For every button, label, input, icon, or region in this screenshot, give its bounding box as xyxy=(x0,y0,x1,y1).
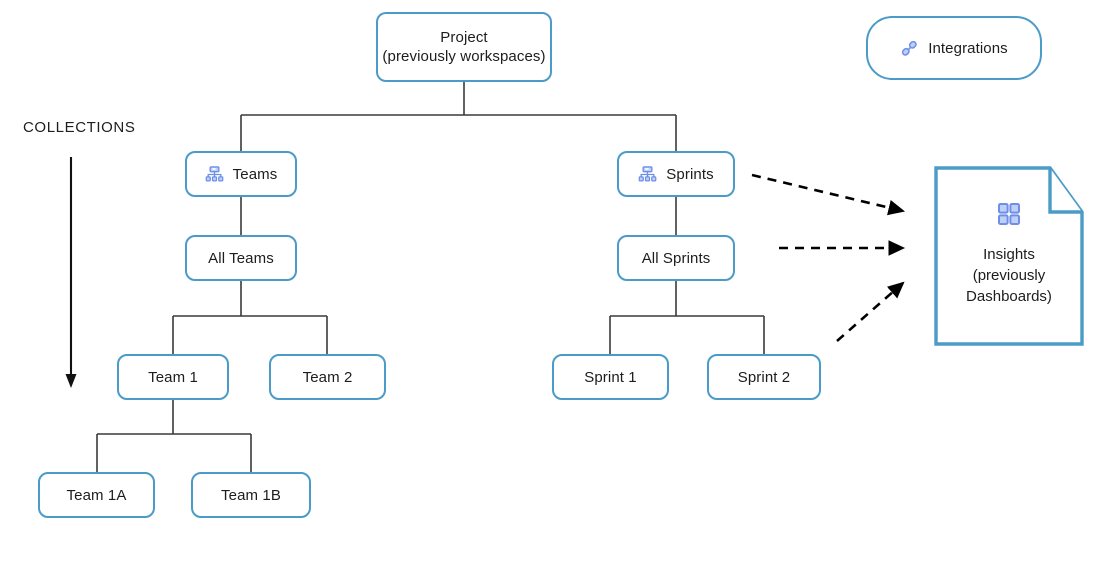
node-sprint-2[interactable]: Sprint 2 xyxy=(707,354,821,400)
node-team-1[interactable]: Team 1 xyxy=(117,354,229,400)
node-team-1b-label: Team 1B xyxy=(221,486,281,504)
node-insights-label: Insights (previously Dashboards) xyxy=(966,246,1052,305)
node-sprints[interactable]: Sprints xyxy=(617,151,735,197)
node-insights[interactable]: Insights (previously Dashboards) xyxy=(934,166,1084,346)
sitemap-icon xyxy=(638,165,657,184)
document-shape xyxy=(934,166,1084,346)
node-sprint-1-label: Sprint 1 xyxy=(584,368,637,386)
node-project[interactable]: Project (previously workspaces) xyxy=(376,12,552,82)
node-teams-label: Teams xyxy=(232,165,278,183)
node-project-label: Project (previously workspaces) xyxy=(382,29,546,65)
node-team-1a-label: Team 1A xyxy=(66,486,127,504)
node-integrations[interactable]: Integrations xyxy=(866,16,1042,80)
node-team-1-label: Team 1 xyxy=(148,368,198,386)
link-icon xyxy=(900,39,919,58)
node-sprint-2-label: Sprint 2 xyxy=(737,368,791,386)
node-all-teams[interactable]: All Teams xyxy=(185,235,297,281)
edge-group-dashed xyxy=(751,173,906,342)
node-all-sprints-label: All Sprints xyxy=(641,249,711,267)
node-all-teams-label: All Teams xyxy=(208,249,274,267)
node-team-1b[interactable]: Team 1B xyxy=(191,472,311,518)
node-team-2[interactable]: Team 2 xyxy=(269,354,386,400)
collections-label: COLLECTIONS xyxy=(23,119,136,136)
node-all-sprints[interactable]: All Sprints xyxy=(617,235,735,281)
node-team-2-label: Team 2 xyxy=(302,368,353,386)
sitemap-icon xyxy=(205,165,224,184)
node-teams[interactable]: Teams xyxy=(185,151,297,197)
dashed-edge-sprint2-insights xyxy=(836,281,905,342)
node-sprints-label: Sprints xyxy=(666,165,714,183)
grid-4-icon xyxy=(997,202,1021,231)
node-integrations-label: Integrations xyxy=(928,39,1008,57)
collections-arrow xyxy=(65,157,77,388)
node-team-1a[interactable]: Team 1A xyxy=(38,472,155,518)
dashed-edge-sprints-insights xyxy=(751,173,906,216)
node-sprint-1[interactable]: Sprint 1 xyxy=(552,354,669,400)
